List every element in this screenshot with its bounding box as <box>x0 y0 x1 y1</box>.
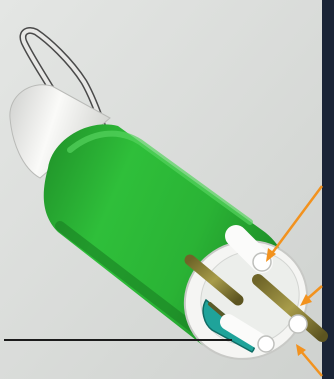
cable-illustration <box>0 0 334 379</box>
diagram-canvas <box>0 0 334 379</box>
